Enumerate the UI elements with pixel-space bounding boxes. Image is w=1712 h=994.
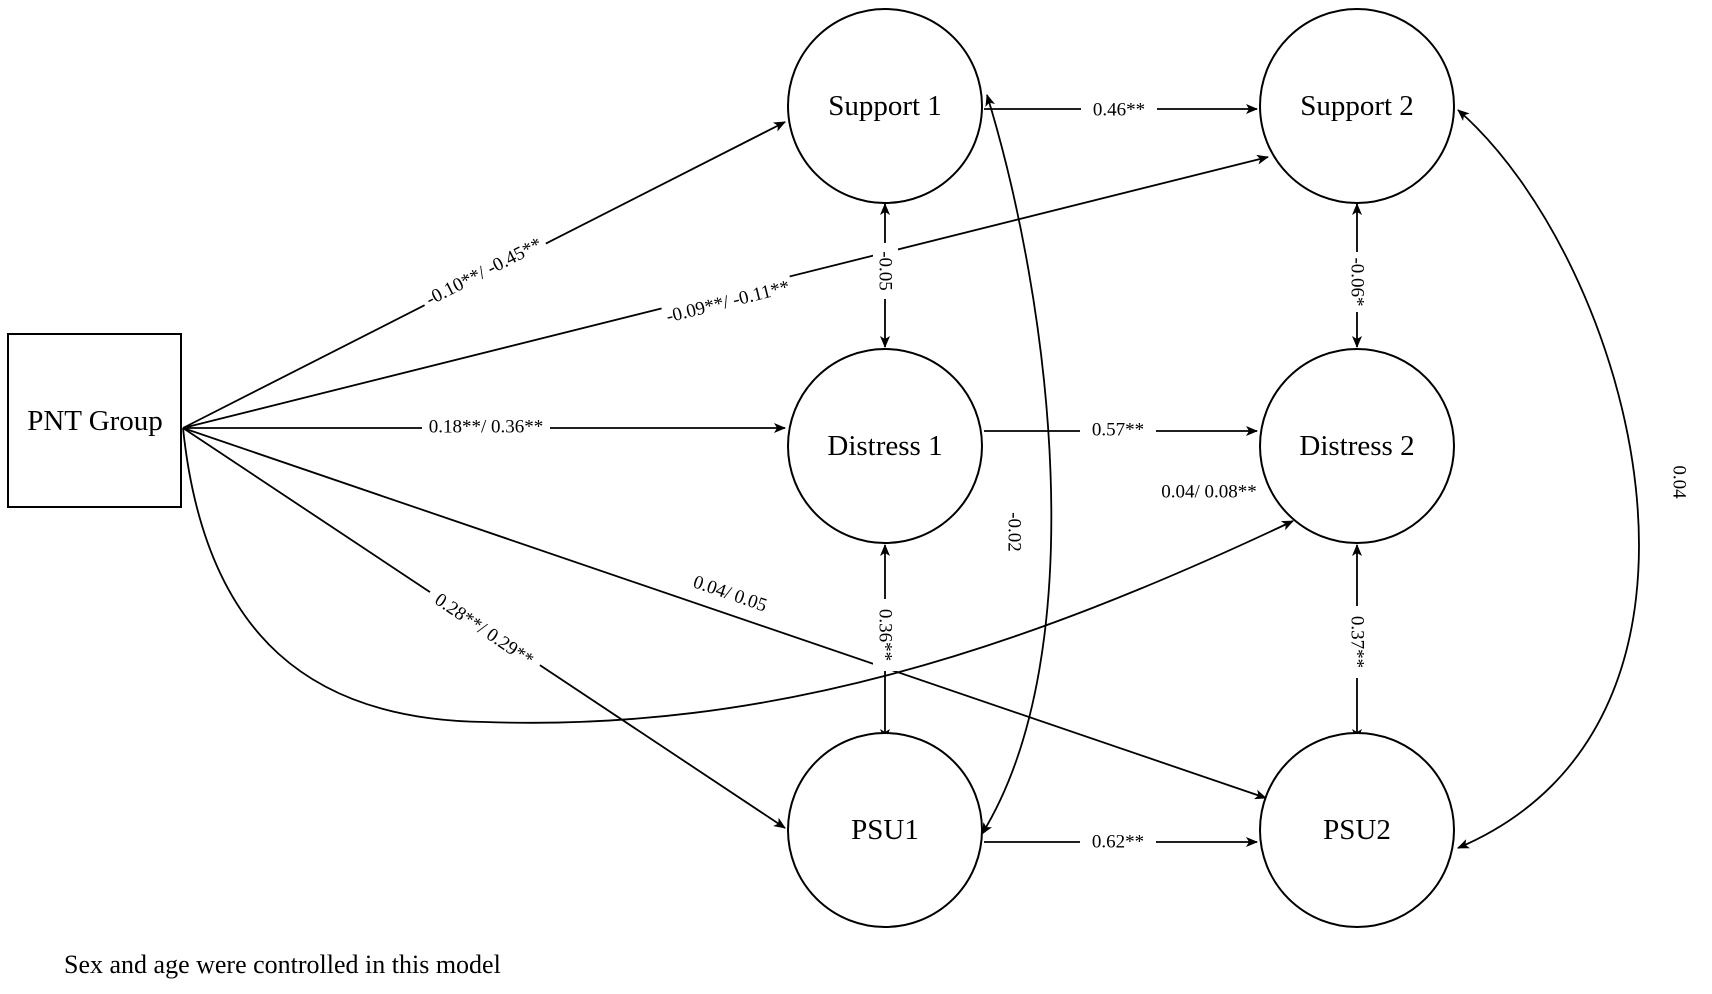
path-pnt-to-distress2 [182,427,1294,724]
node-psu1: PSU1 [787,732,983,928]
node-distress-2: Distress 2 [1259,348,1455,544]
node-support-1: Support 1 [787,8,983,204]
node-support-2: Support 2 [1259,8,1455,204]
svg-text:0.04: 0.04 [1669,465,1690,499]
edge-label-pnt-p2: 0.04/ 0.05 [678,565,782,622]
svg-text:0.28**/ 0.29**: 0.28**/ 0.29** [431,589,538,670]
edge-label-pnt-p1: 0.28**/ 0.29** [422,582,546,677]
svg-text:0.04/ 0.05: 0.04/ 0.05 [690,572,769,617]
edge-label-pnt-s2: -0.09**/ -0.11** [660,273,795,330]
edge-label-s1-d1: -0.05 [873,243,898,299]
edge-label-s1-p1: -0.02 [1002,504,1027,560]
edge-label-pnt-d2: 0.04/ 0.08** [1147,479,1271,504]
edge-label-s1-s2: 0.46** [1081,97,1157,122]
node-support-1-label: Support 1 [828,90,942,122]
svg-text:0.36**: 0.36** [875,609,896,661]
covariance-support1-psu1 [981,94,1053,835]
edge-label-pnt-d1: 0.18**/ 0.36** [422,414,550,439]
node-distress-1: Distress 1 [787,348,983,544]
svg-text:0.57**: 0.57** [1092,420,1144,441]
node-pnt-group: PNT Group [7,333,182,508]
svg-text:0.18**/ 0.36**: 0.18**/ 0.36** [429,417,544,438]
svg-text:-0.06*: -0.06* [1347,257,1368,306]
node-support-2-label: Support 2 [1300,90,1414,122]
svg-text:-0.10**/ -0.45**: -0.10**/ -0.45** [423,234,546,310]
svg-text:0.37**: 0.37** [1347,616,1368,668]
edge-label-pnt-s1: -0.10**/ -0.45** [417,229,551,314]
node-distress-1-label: Distress 1 [827,430,942,462]
nodes: PNT Group Support 1 Support 2 Distress 1… [7,8,1455,928]
edge-label-d2-p2: 0.37** [1345,606,1370,678]
node-psu2-label: PSU2 [1323,814,1391,846]
node-distress-2-label: Distress 2 [1299,430,1414,462]
edge-label-s2-p2: 0.04 [1667,462,1692,502]
svg-text:0.46**: 0.46** [1093,100,1145,121]
footnote: Sex and age were controlled in this mode… [64,950,501,979]
node-pnt-group-label: PNT Group [27,405,163,437]
edge-label-d1-p1: 0.36** [873,599,898,671]
covariance-support2-psu2 [1457,109,1640,849]
edge-label-p1-p2: 0.62** [1080,829,1156,854]
svg-text:-0.02: -0.02 [1004,512,1025,552]
node-psu2: PSU2 [1259,732,1455,928]
svg-text:0.04/ 0.08**: 0.04/ 0.08** [1161,482,1257,503]
path-pnt-to-psu2 [182,427,1267,800]
svg-text:0.62**: 0.62** [1092,832,1144,853]
node-psu1-label: PSU1 [851,814,919,846]
edge-label-d1-d2: 0.57** [1080,417,1156,442]
svg-text:-0.05: -0.05 [875,251,896,291]
edge-label-s2-d2: -0.06* [1345,252,1370,312]
